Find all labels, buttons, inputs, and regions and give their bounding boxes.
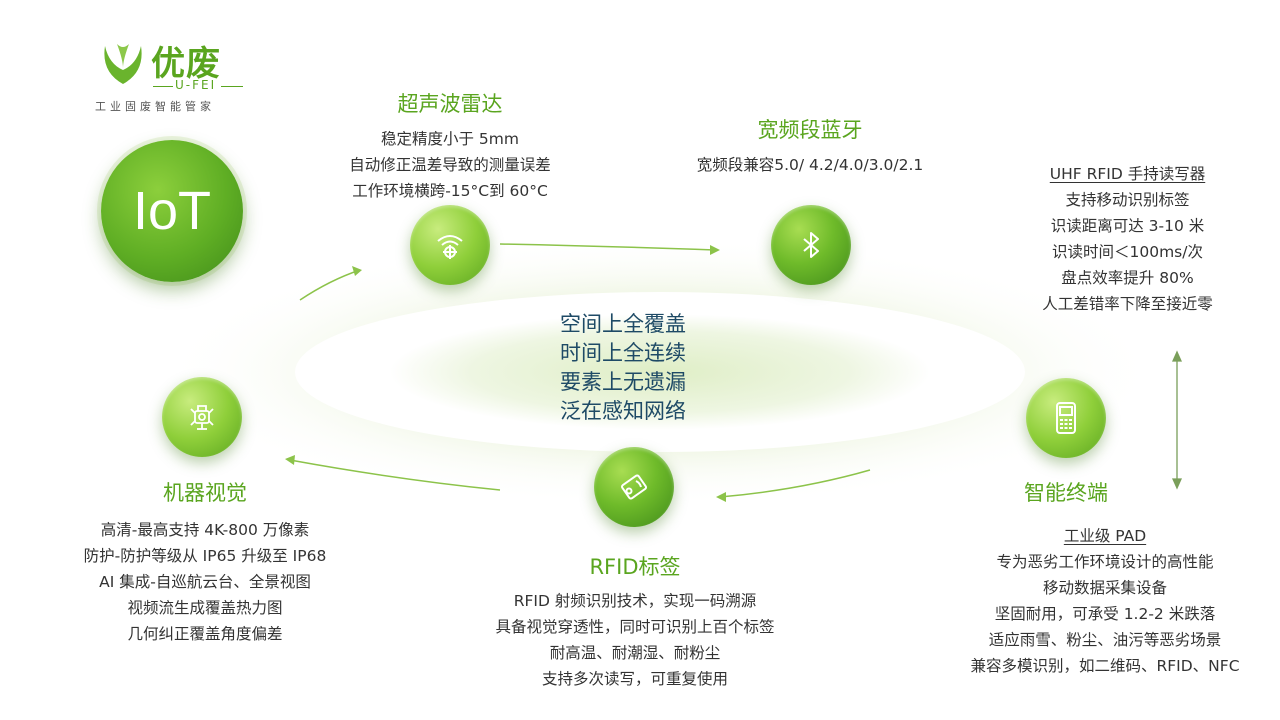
- center-line: 时间上全连续: [560, 341, 686, 365]
- terminal-upper-line: 识读距离可达 3-10 米: [1050, 217, 1205, 235]
- rfid-line: 支持多次读写，可重复使用: [541, 670, 728, 688]
- logo-divider: [153, 86, 173, 87]
- rfid-node: [594, 447, 674, 527]
- terminal-lower-line: 适应雨雪、粉尘、油污等恶劣场景: [988, 631, 1222, 649]
- terminal-lower-line: 移动数据采集设备: [1042, 579, 1167, 597]
- bluetooth-title: 宽频段蓝牙: [757, 118, 863, 142]
- bluetooth-block: 宽频段蓝牙 宽频段兼容5.0/ 4.2/4.0/3.0/2.1: [660, 114, 960, 178]
- terminal-title: 智能终端: [1024, 481, 1108, 505]
- vision-line: AI 集成-自巡航云台、全景视图: [99, 573, 311, 591]
- vision-line: 防护-防护等级从 IP65 升级至 IP68: [83, 547, 327, 565]
- terminal-upper-block: UHF RFID 手持读写器 支持移动识别标签 识读距离可达 3-10 米 识读…: [1020, 161, 1235, 317]
- terminal-lower-line: 专为恶劣工作环境设计的高性能: [996, 553, 1214, 571]
- rfid-tag-icon: [621, 474, 647, 500]
- iot-badge-label: IoT: [132, 181, 212, 241]
- vision-line: 几何纠正覆盖角度偏差: [127, 625, 283, 643]
- vision-line: 视频流生成覆盖热力图: [127, 599, 283, 617]
- terminal-upper-line: 识读时间＜100ms/次: [1052, 243, 1203, 261]
- iot-badge: IoT: [101, 140, 243, 282]
- logo-leaf-icon: [104, 44, 142, 84]
- terminal-title-block: 智能终端: [966, 477, 1166, 507]
- logo-sub: U-FEI: [175, 78, 217, 92]
- logo: 优废 U-FEI 工业固废智能管家: [95, 36, 255, 116]
- ultrasonic-line: 工作环境横跨-15°C到 60°C: [352, 182, 548, 200]
- vision-block: 机器视觉 高清-最高支持 4K-800 万像素 防护-防护等级从 IP65 升级…: [40, 477, 370, 647]
- terminal-upper-line: 支持移动识别标签: [1065, 191, 1190, 209]
- logo-tagline: 工业固废智能管家: [95, 100, 215, 113]
- ultrasonic-line: 自动修正温差导致的测量误差: [349, 156, 551, 174]
- terminal-lower-block: 工业级 PAD 专为恶劣工作环境设计的高性能 移动数据采集设备 坚固耐用，可承受…: [940, 523, 1270, 679]
- terminal-upper-line: 人工差错率下降至接近零: [1042, 295, 1213, 313]
- bluetooth-icon: [803, 232, 819, 258]
- ultrasonic-line: 稳定精度小于 5mm: [381, 130, 519, 148]
- center-line: 要素上无遗漏: [560, 370, 686, 394]
- bluetooth-node: [771, 205, 851, 285]
- terminal-upper-heading: UHF RFID 手持读写器: [1049, 165, 1206, 183]
- bluetooth-line: 宽频段兼容5.0/ 4.2/4.0/3.0/2.1: [696, 156, 924, 174]
- logo-divider: [221, 86, 243, 87]
- rfid-line: 具备视觉穿透性，同时可识别上百个标签: [495, 618, 775, 636]
- camera-vision-icon: [190, 405, 214, 430]
- terminal-node: [1026, 378, 1106, 458]
- terminal-lower-line: 坚固耐用，可承受 1.2-2 米跌落: [994, 605, 1216, 623]
- vision-node: [162, 377, 242, 457]
- vision-title: 机器视觉: [163, 481, 247, 505]
- ultrasonic-title: 超声波雷达: [397, 92, 503, 116]
- center-line: 空间上全覆盖: [560, 312, 686, 336]
- rfid-block: RFID标签 RFID 射频识别技术，实现一码溯源 具备视觉穿透性，同时可识别上…: [430, 551, 840, 692]
- vision-line: 高清-最高支持 4K-800 万像素: [100, 521, 310, 539]
- terminal-lower-line: 兼容多模识别，如二维码、RFID、NFC: [970, 657, 1240, 675]
- handheld-terminal-icon: [1056, 402, 1076, 434]
- ultrasonic-node: [410, 205, 490, 285]
- ultrasonic-block: 超声波雷达 稳定精度小于 5mm 自动修正温差导致的测量误差 工作环境横跨-15…: [300, 88, 600, 204]
- logo-name: 优废: [151, 44, 221, 84]
- terminal-upper-line: 盘点效率提升 80%: [1061, 269, 1194, 287]
- rfid-line: 耐高温、耐潮湿、耐粉尘: [549, 644, 721, 662]
- radar-target-icon: [437, 235, 463, 259]
- terminal-lower-heading: 工业级 PAD: [1063, 527, 1147, 545]
- center-line: 泛在感知网络: [560, 399, 686, 423]
- rfid-title: RFID标签: [589, 555, 681, 579]
- center-statement: 空间上全覆盖 时间上全连续 要素上无遗漏 泛在感知网络: [560, 310, 720, 426]
- rfid-line: RFID 射频识别技术，实现一码溯源: [513, 592, 757, 610]
